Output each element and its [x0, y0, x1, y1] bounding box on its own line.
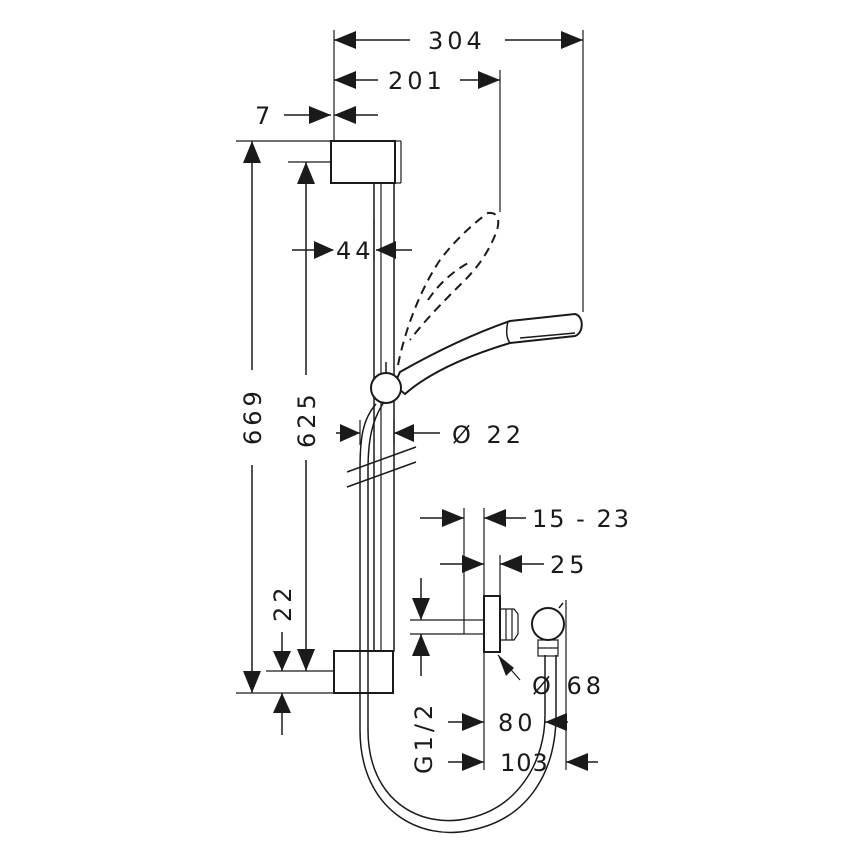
dimension-103: 103	[448, 749, 598, 777]
dimension-80: 80	[448, 709, 568, 737]
dimension-625: 625	[293, 162, 321, 671]
dim-80-label: 80	[498, 709, 537, 737]
dim-669-label: 669	[239, 387, 267, 445]
outlet-body	[531, 607, 565, 641]
dimension-diameter-68: Ø 68	[498, 655, 605, 700]
dim-22-label: 22	[269, 583, 297, 622]
dim-diameter-68-label: Ø 68	[532, 672, 605, 700]
rail-break-line	[346, 461, 417, 488]
top-wall-bracket	[330, 140, 396, 184]
dim-103-label: 103	[500, 749, 549, 777]
slider-knob	[370, 372, 402, 404]
dimension-44: 44	[292, 237, 412, 265]
dim-44-label: 44	[336, 237, 375, 265]
dim-diameter-22-label: Ø 22	[452, 421, 525, 449]
dim-7-label: 7	[255, 102, 274, 130]
dimension-7: 7	[255, 102, 378, 130]
bottom-wall-bracket	[333, 650, 394, 694]
dim-625-label: 625	[293, 390, 321, 448]
extension-lines	[236, 30, 584, 770]
dimension-669: 669	[239, 141, 267, 693]
rail-break-line	[346, 446, 417, 473]
dim-thread-label: G1/2	[410, 701, 438, 774]
shower-hose	[359, 401, 557, 834]
wall-flange	[483, 595, 501, 653]
shower-rail	[330, 140, 417, 694]
handshower-tilted-outline	[397, 211, 500, 366]
dimension-thread: G1/2	[410, 578, 438, 774]
dim-304-label: 304	[428, 27, 486, 55]
dim-201-label: 201	[388, 67, 446, 95]
dimension-25: 25	[440, 551, 589, 579]
dimension-15-23: 15 - 23	[420, 505, 631, 533]
handshower	[370, 312, 583, 404]
dimension-201: 201	[334, 67, 500, 95]
dim-25-label: 25	[550, 551, 589, 579]
dimension-22: 22	[269, 583, 297, 735]
dimension-304: 304	[334, 27, 583, 55]
dim-15-23-label: 15 - 23	[532, 505, 631, 533]
dimension-diameter-22: Ø 22	[336, 421, 525, 449]
wall-outlet-elbow	[463, 595, 565, 657]
